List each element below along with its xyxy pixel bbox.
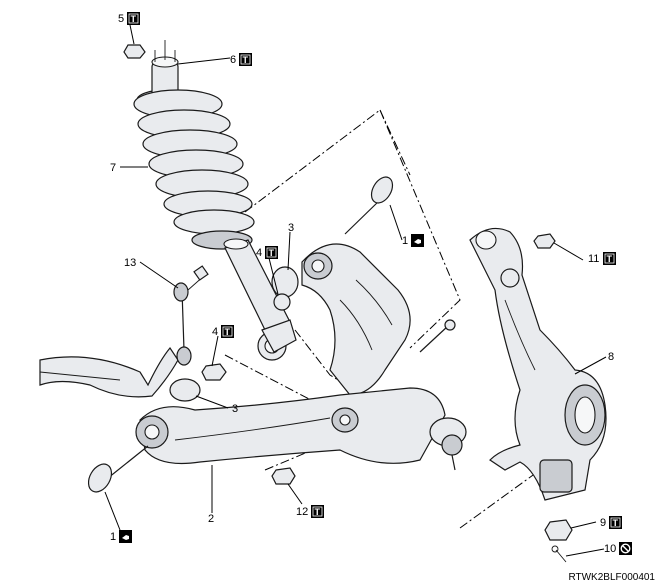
callout-number: 3 xyxy=(288,222,294,234)
callout-number: 2 xyxy=(208,513,214,525)
callout-7: 7 xyxy=(110,162,116,174)
torque-icon xyxy=(609,516,622,529)
callout-number: 4 xyxy=(212,326,218,338)
torque-letter: T xyxy=(269,248,275,258)
torque-letter: T xyxy=(613,518,619,528)
callout-8: 8 xyxy=(608,351,614,363)
shock-absorber xyxy=(223,238,297,361)
torque-icon xyxy=(603,252,616,265)
callout-1: 1 xyxy=(402,234,424,247)
upper-ball-bolt xyxy=(419,319,456,353)
coil-spring xyxy=(133,89,255,250)
reference-code: RTWK2BLF000401 xyxy=(568,572,655,583)
torque-icon xyxy=(311,505,324,518)
steering-knuckle xyxy=(469,227,607,501)
torque-icon xyxy=(221,325,234,338)
callout-13: 13 xyxy=(124,257,136,269)
torque-letter: T xyxy=(131,14,137,24)
callout-number: 3 xyxy=(232,403,238,415)
strut-assembly xyxy=(133,40,297,361)
torque-letter: T xyxy=(243,55,249,65)
callout-number: 9 xyxy=(600,517,606,529)
torque-icon xyxy=(265,246,278,259)
torque-letter: T xyxy=(607,254,613,264)
callout-10: 10 xyxy=(604,542,632,555)
nut-9 xyxy=(544,519,573,541)
nut-11 xyxy=(533,233,556,249)
upper-arm xyxy=(301,243,411,396)
callout-11: 11 T xyxy=(588,252,616,265)
leader-lines xyxy=(104,24,607,557)
callout-number: 1 xyxy=(402,235,408,247)
torque-letter: T xyxy=(225,327,231,337)
callout-number: 1 xyxy=(110,531,116,543)
callout-number: 4 xyxy=(256,247,262,259)
lower-arm xyxy=(135,387,467,471)
callout-number: 12 xyxy=(296,506,308,518)
upper-washer-nut xyxy=(271,266,299,311)
callout-number: 6 xyxy=(230,54,236,66)
callout-number: 11 xyxy=(588,253,599,265)
stabilizer-bar xyxy=(39,346,179,398)
bolt-1-lower xyxy=(87,445,149,493)
callout-number: 7 xyxy=(110,162,116,174)
callout-12: 12 T xyxy=(296,505,324,518)
nut-5 xyxy=(123,44,146,59)
torque-letter: T xyxy=(315,507,321,517)
callout-3: 3 xyxy=(232,403,238,415)
nut-12 xyxy=(271,467,296,485)
callout-2: 2 xyxy=(208,513,214,525)
callout-number: 5 xyxy=(118,13,124,25)
callout-number: 10 xyxy=(604,543,616,555)
callout-1: 1 xyxy=(110,530,132,543)
callout-3: 3 xyxy=(288,222,294,234)
torque-icon xyxy=(127,12,140,25)
bolt-1-upper xyxy=(344,176,394,235)
callout-number: 13 xyxy=(124,257,136,269)
stabilizer-link xyxy=(173,265,209,366)
torque-icon xyxy=(239,53,252,66)
callout-number: 8 xyxy=(608,351,614,363)
cotter-pin-10 xyxy=(551,545,567,563)
lower-washer-nut xyxy=(169,363,227,402)
